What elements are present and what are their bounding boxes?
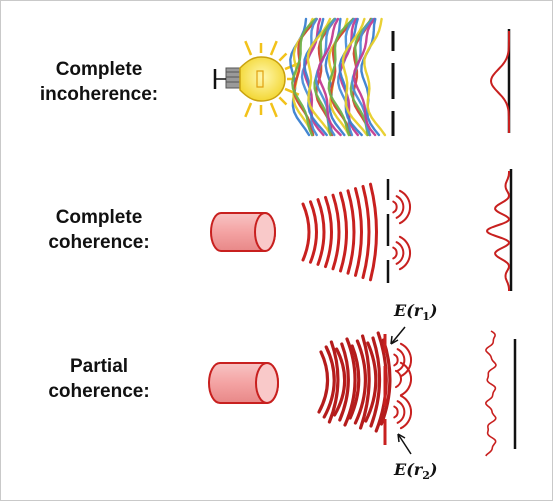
diffracted-wavelets-row2 bbox=[392, 189, 412, 271]
wavefront-arc bbox=[364, 341, 378, 423]
wavefront-line bbox=[339, 17, 359, 137]
wavefront-line bbox=[291, 17, 317, 137]
wavefront-line bbox=[338, 17, 363, 137]
label-partial-coherence: Partial coherence: bbox=[48, 356, 150, 402]
wavefront-arc bbox=[324, 195, 333, 269]
wavelet-arc bbox=[398, 189, 412, 225]
wavefront-arc bbox=[343, 337, 357, 427]
wavefront-arc bbox=[353, 339, 367, 425]
detector-screen-row2 bbox=[485, 169, 513, 291]
detector-screen-row3 bbox=[484, 330, 517, 457]
partially-coherent-wavefronts bbox=[317, 331, 392, 433]
light-bulb-icon bbox=[213, 40, 300, 118]
arrow-to-top-slit bbox=[390, 326, 406, 345]
wavefront-arc bbox=[327, 340, 340, 424]
diffracted-wavelets-row3 bbox=[393, 342, 413, 430]
wavefront-line bbox=[306, 17, 332, 137]
wavelet-arc bbox=[399, 361, 413, 397]
light-ray bbox=[244, 40, 253, 56]
wavelet-arc bbox=[396, 348, 406, 372]
light-ray bbox=[278, 96, 288, 106]
wavefront-arc bbox=[339, 191, 348, 273]
wavefront-line bbox=[341, 17, 369, 137]
wavelet-arc bbox=[396, 400, 406, 424]
cylinder-source-icon bbox=[208, 362, 279, 404]
wavefront-line bbox=[351, 17, 372, 137]
wavefront-arc bbox=[338, 342, 350, 422]
wavelet-arc bbox=[392, 246, 398, 260]
field-label-r2: E(r2) bbox=[394, 460, 438, 483]
light-ray bbox=[278, 52, 288, 62]
light-ray bbox=[269, 102, 278, 118]
wavelet-arc bbox=[399, 394, 413, 430]
incoherent-wavefronts bbox=[289, 17, 387, 137]
wavefront-arc bbox=[348, 344, 361, 420]
wavefront-line bbox=[352, 17, 377, 137]
wavelet-arc bbox=[398, 235, 412, 271]
wavefront-arc bbox=[316, 198, 326, 266]
label-complete-incoherence: Complete incoherence: bbox=[39, 59, 159, 105]
coherent-wavefronts bbox=[301, 182, 378, 282]
field-label-r1: E(r1) bbox=[394, 301, 438, 324]
arrow-to-bottom-slit bbox=[397, 433, 412, 455]
wavelet-arc bbox=[394, 369, 402, 389]
wavefront-line bbox=[360, 17, 381, 137]
wavefront-arc bbox=[346, 189, 356, 275]
light-ray bbox=[284, 87, 300, 96]
light-ray bbox=[269, 40, 278, 56]
light-ray bbox=[244, 102, 253, 118]
wavefront-arc bbox=[309, 200, 318, 264]
wavefront-arc bbox=[354, 187, 363, 277]
wavefront-arc bbox=[369, 336, 382, 428]
wavefront-line bbox=[316, 17, 342, 137]
wavefront-arc bbox=[301, 202, 311, 262]
label-complete-coherence: Complete coherence: bbox=[48, 207, 150, 253]
wavefront-arc bbox=[333, 347, 347, 417]
wavefront-arc bbox=[317, 350, 330, 414]
detector-screen-row1 bbox=[489, 29, 511, 133]
wavefront-arc bbox=[359, 334, 371, 430]
wavelet-arc bbox=[395, 195, 405, 219]
wavefront-arc bbox=[369, 182, 378, 282]
wavelet-arc bbox=[392, 200, 398, 214]
cylinder-source-icon bbox=[210, 212, 276, 252]
wavelet-arc bbox=[395, 241, 405, 265]
wavelet-arc bbox=[393, 353, 399, 367]
wavelet-arc bbox=[399, 342, 413, 378]
wavefront-arc bbox=[322, 345, 336, 419]
wavefront-arc bbox=[331, 193, 341, 271]
wavelet-arc bbox=[393, 405, 399, 419]
wavefront-line bbox=[363, 17, 387, 137]
wavefront-line bbox=[327, 17, 355, 137]
wavefront-arc bbox=[361, 184, 371, 280]
